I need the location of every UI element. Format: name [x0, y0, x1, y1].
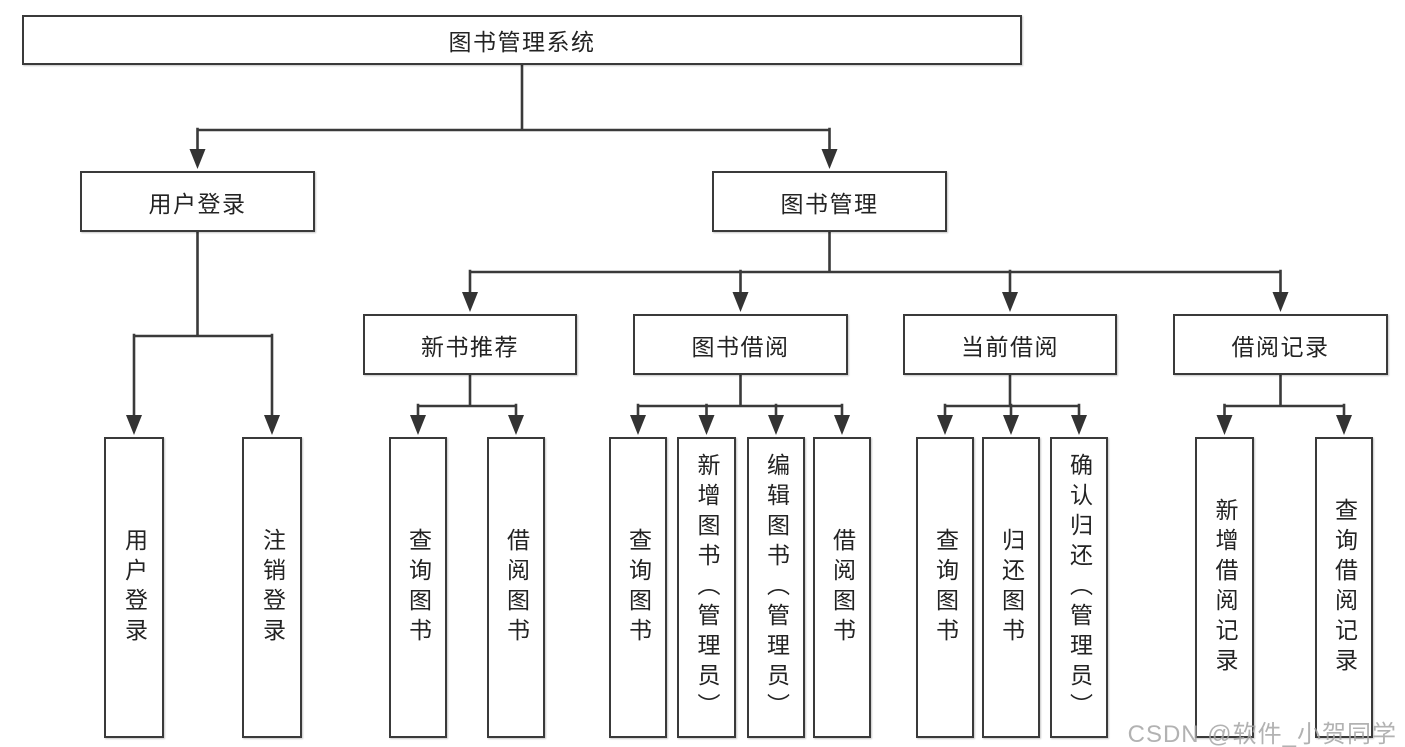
csdn-watermark: CSDN @软件_小贺同学	[1127, 721, 1397, 747]
connector-book-management-branch	[462, 230, 1289, 312]
connector-new-book-branch	[410, 373, 524, 435]
leaf-logout: 注销登录	[242, 437, 302, 738]
leaf-confirm-return-admin: 确认归还（管理员）	[1050, 437, 1108, 738]
node-book-management: 图书管理	[712, 171, 947, 232]
node-book-management-system: 图书管理系统	[22, 15, 1022, 65]
node-borrow-records: 借阅记录	[1173, 314, 1388, 375]
node-book-borrow: 图书借阅	[633, 314, 848, 375]
connector-current-borrow-branch	[937, 373, 1087, 435]
connector-user-login-branch	[126, 230, 280, 435]
leaf-borrow-books-recommend: 借阅图书	[487, 437, 545, 738]
leaf-borrow-books: 借阅图书	[813, 437, 871, 738]
leaf-return-books: 归还图书	[982, 437, 1040, 738]
connector-root-to-level2	[189, 63, 838, 169]
leaf-query-books-current: 查询图书	[916, 437, 974, 738]
leaf-edit-books-admin: 编辑图书（管理员）	[747, 437, 805, 738]
node-current-borrow: 当前借阅	[903, 314, 1117, 375]
leaf-query-books-borrow: 查询图书	[609, 437, 667, 738]
leaf-add-books-admin: 新增图书（管理员）	[677, 437, 736, 738]
connector-borrow-record-branch	[1216, 373, 1352, 435]
leaf-query-borrow-record: 查询借阅记录	[1315, 437, 1373, 738]
leaf-add-borrow-record: 新增借阅记录	[1195, 437, 1254, 738]
connector-book-borrow-branch	[630, 373, 850, 435]
node-new-book-recommend: 新书推荐	[363, 314, 577, 375]
leaf-user-login: 用户登录	[104, 437, 164, 738]
leaf-query-books-recommend: 查询图书	[389, 437, 447, 738]
node-user-login: 用户登录	[80, 171, 315, 232]
